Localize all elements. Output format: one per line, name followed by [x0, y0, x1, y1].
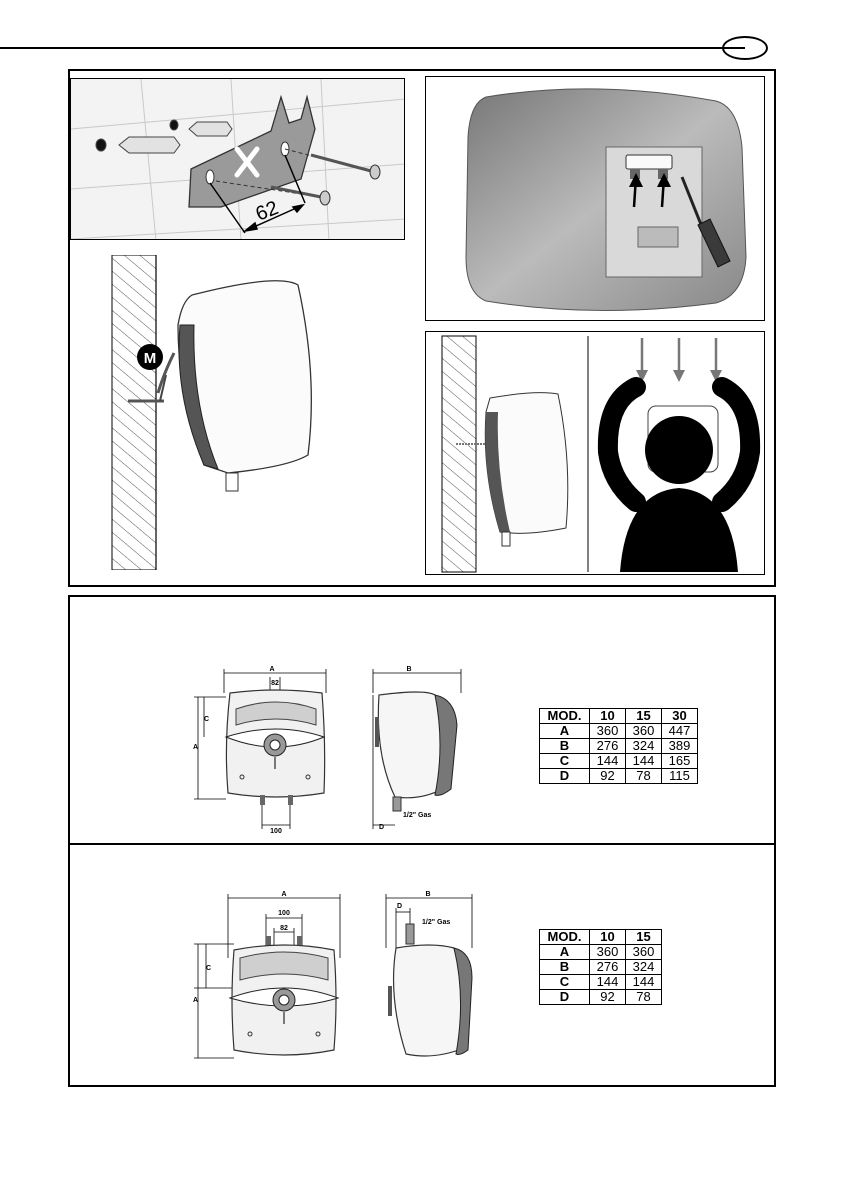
dim-label-100: 100 — [270, 828, 282, 835]
hung-heater-panel — [425, 331, 765, 575]
dim-label-c: C — [206, 965, 211, 972]
table-header-cell: 15 — [626, 930, 662, 945]
table-cell: 324 — [626, 739, 662, 754]
table-cell: 324 — [626, 960, 662, 975]
table-header-cell: 10 — [590, 930, 626, 945]
table-header-cell: 15 — [626, 709, 662, 724]
row-label: C — [540, 754, 590, 769]
table-cell: 78 — [626, 769, 662, 784]
header-rule — [0, 47, 745, 49]
front-diagram-2: A 100 82 A C — [190, 888, 350, 1063]
side-diagram-2: B D 1/2" Gas — [380, 888, 480, 1063]
table-cell: 165 — [662, 754, 698, 769]
row-label: B — [540, 739, 590, 754]
heater-rear-panel — [425, 76, 765, 321]
table-cell: 78 — [626, 990, 662, 1005]
table-cell: 92 — [590, 990, 626, 1005]
dim-label-a: A — [269, 666, 274, 673]
wall-bracket-illustration: 62 — [71, 79, 405, 240]
dim-label-b: B — [406, 666, 411, 673]
table-cell: 92 — [590, 769, 626, 784]
table-cell: 144 — [590, 754, 626, 769]
gas-label: 1/2" Gas — [422, 919, 450, 926]
side-diagram-1: B D 1/2" Gas — [365, 665, 475, 835]
front-view-drawing-2: A 100 82 A C — [190, 888, 350, 1063]
table-header-row: MOD. 10 15 — [540, 930, 662, 945]
side-view-drawing-2: B D 1/2" Gas — [380, 888, 480, 1063]
gas-label: 1/2" Gas — [403, 812, 431, 819]
page-number-badge — [722, 36, 768, 60]
table-header-cell: MOD. — [540, 930, 590, 945]
row-label: A — [540, 945, 590, 960]
table-cell: 144 — [626, 975, 662, 990]
table-cell: 389 — [662, 739, 698, 754]
table-cell: 144 — [626, 754, 662, 769]
hang-heater-panel: M — [108, 255, 408, 570]
table-header-cell: MOD. — [540, 709, 590, 724]
wall-section — [112, 255, 156, 570]
table-header-row: MOD. 10 15 30 — [540, 709, 698, 724]
dim-label-d: D — [397, 903, 402, 910]
row-label: C — [540, 975, 590, 990]
dim-label-a-vertical: A — [193, 744, 198, 751]
dim-label-a-vertical: A — [193, 997, 198, 1004]
row-label: B — [540, 960, 590, 975]
row-label: D — [540, 990, 590, 1005]
table-cell: 276 — [590, 739, 626, 754]
front-diagram-1: A 82 A C 100 — [190, 665, 340, 835]
table-cell: 115 — [662, 769, 698, 784]
dim-label-a: A — [281, 891, 286, 898]
table-header-cell: 10 — [590, 709, 626, 724]
hang-heater-illustration: M — [108, 255, 408, 570]
front-view-drawing-1: A 82 A C 100 — [190, 665, 340, 835]
hung-heater-illustration — [426, 332, 765, 575]
table-cell: 360 — [590, 945, 626, 960]
dim-label-100: 100 — [278, 910, 290, 917]
person-lifting-icon — [608, 387, 750, 572]
dim-label-82: 82 — [280, 925, 288, 932]
down-arrow-icons — [636, 338, 722, 382]
heater-rear-illustration — [426, 77, 765, 321]
table-cell: 360 — [626, 945, 662, 960]
table-cell: 447 — [662, 724, 698, 739]
table-cell: 360 — [590, 724, 626, 739]
dim-label-c: C — [204, 716, 209, 723]
hook-marker-label: M — [144, 350, 157, 367]
table-cell: 360 — [626, 724, 662, 739]
table-cell: 276 — [590, 960, 626, 975]
row-label: A — [540, 724, 590, 739]
dim-label-82: 82 — [271, 680, 279, 687]
dim-label-b: B — [425, 891, 430, 898]
dim-label-d: D — [379, 824, 384, 831]
side-view-drawing-1: B D 1/2" Gas — [365, 665, 475, 835]
table-cell: 144 — [590, 975, 626, 990]
row-label: D — [540, 769, 590, 784]
table-header-cell: 30 — [662, 709, 698, 724]
wall-bracket-panel: 62 — [70, 78, 405, 240]
